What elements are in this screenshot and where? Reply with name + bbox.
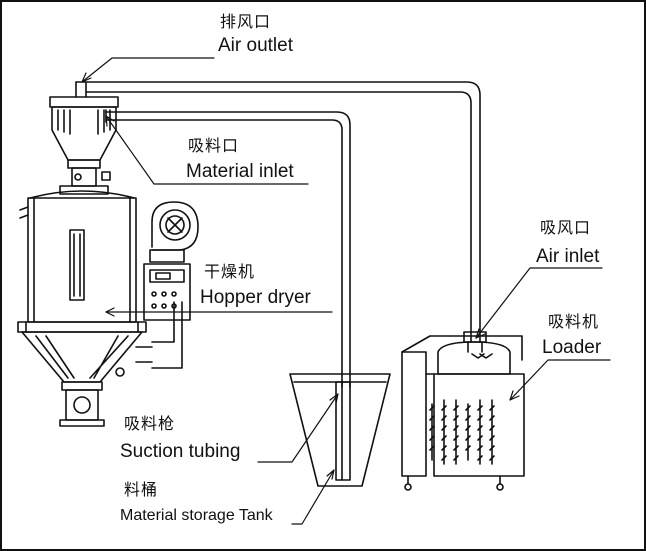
hopper-dryer-label-en: Hopper dryer	[200, 287, 311, 308]
air-inlet-label-zh: 吸风口	[540, 218, 592, 237]
leader-lines	[81, 57, 611, 525]
hopper-dryer	[17, 96, 183, 427]
control-box	[143, 263, 191, 321]
suction-tubing-label-zh: 吸料枪	[124, 414, 176, 433]
loader-label-zh: 吸料机	[548, 312, 600, 331]
air-outlet-pipe	[75, 81, 481, 343]
material-inlet-label-en: Material inlet	[186, 161, 294, 182]
material-inlet-label-zh: 吸料口	[188, 136, 240, 155]
loader	[401, 331, 525, 491]
suction-tubing-label-en: Suction tubing	[120, 441, 241, 462]
air-outlet-label-en: Air outlet	[218, 35, 293, 56]
hopper-dryer-label-zh: 干燥机	[204, 262, 256, 281]
material-storage-tank	[289, 373, 391, 487]
loader-label-en: Loader	[542, 337, 602, 358]
storage-tank-label-zh: 料桶	[124, 480, 159, 499]
air-inlet-label-en: Air inlet	[536, 246, 600, 267]
air-outlet-label-zh: 排风口	[220, 12, 272, 31]
storage-tank-label-en: Material storage Tank	[120, 507, 273, 524]
blower	[149, 201, 199, 263]
